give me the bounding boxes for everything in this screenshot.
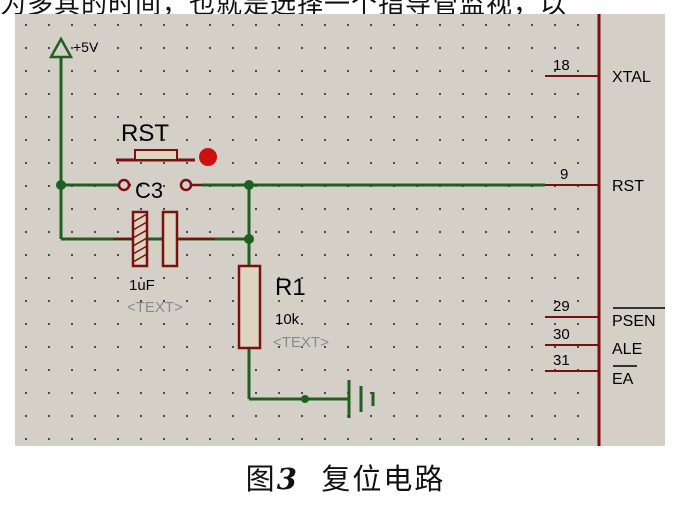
switch-indicator-dot [199, 148, 217, 166]
reset-switch: RST [116, 120, 217, 192]
pin-name: XTAL [612, 69, 651, 86]
chip-pin-ea: 31 EA [545, 352, 637, 388]
caption-prefix: 图 [245, 462, 277, 496]
page-top-text: 为多其的时间，也就是选择一个指导管监视，以 [0, 0, 691, 14]
grid-dots [15, 14, 665, 446]
capacitor-hatch [132, 213, 148, 263]
resistor-value: 10k [275, 311, 300, 328]
pin-number: 29 [553, 298, 570, 315]
pin-name: EA [612, 371, 634, 388]
ground-symbol [347, 380, 375, 418]
capacitor-name: C3 [135, 178, 163, 203]
pin-name: ALE [612, 341, 642, 358]
capacitor-text-placeholder: <TEXT> [127, 299, 183, 316]
power-terminal: +5V [48, 36, 99, 239]
caption-title: 复位电路 [321, 462, 446, 496]
pin-name: PSEN [612, 313, 656, 330]
resistor-text-placeholder: <TEXT> [273, 334, 329, 351]
reset-circuit-schematic: 18 XTAL 9 RST 29 PSEN 30 ALE 31 EA +5V [15, 14, 665, 446]
capacitor-c3: C3 1uF <TEXT> [113, 178, 215, 316]
junction-dots [56, 180, 309, 403]
pin-number: 30 [553, 326, 570, 343]
pin-number: 31 [553, 352, 570, 369]
pin-name: RST [612, 178, 644, 195]
pin-number: 18 [553, 57, 570, 74]
resistor-name: R1 [275, 274, 306, 301]
wires [61, 183, 545, 401]
microcontroller-chip [597, 14, 665, 446]
power-label: +5V [73, 39, 99, 55]
chip-pin-rst: 9 RST [545, 166, 644, 195]
chip-pin-psen: 29 PSEN [545, 298, 665, 330]
switch-name: RST [121, 120, 169, 147]
capacitor-value: 1uF [129, 277, 155, 294]
chip-pin-xtal: 18 XTAL [545, 57, 651, 86]
figure-caption: 图3 复位电路 [0, 456, 691, 498]
chip-pin-ale: 30 ALE [545, 326, 642, 358]
pin-number: 9 [560, 166, 568, 183]
caption-number: 3 [276, 462, 299, 496]
resistor-r1: R1 10k <TEXT> [237, 264, 329, 351]
